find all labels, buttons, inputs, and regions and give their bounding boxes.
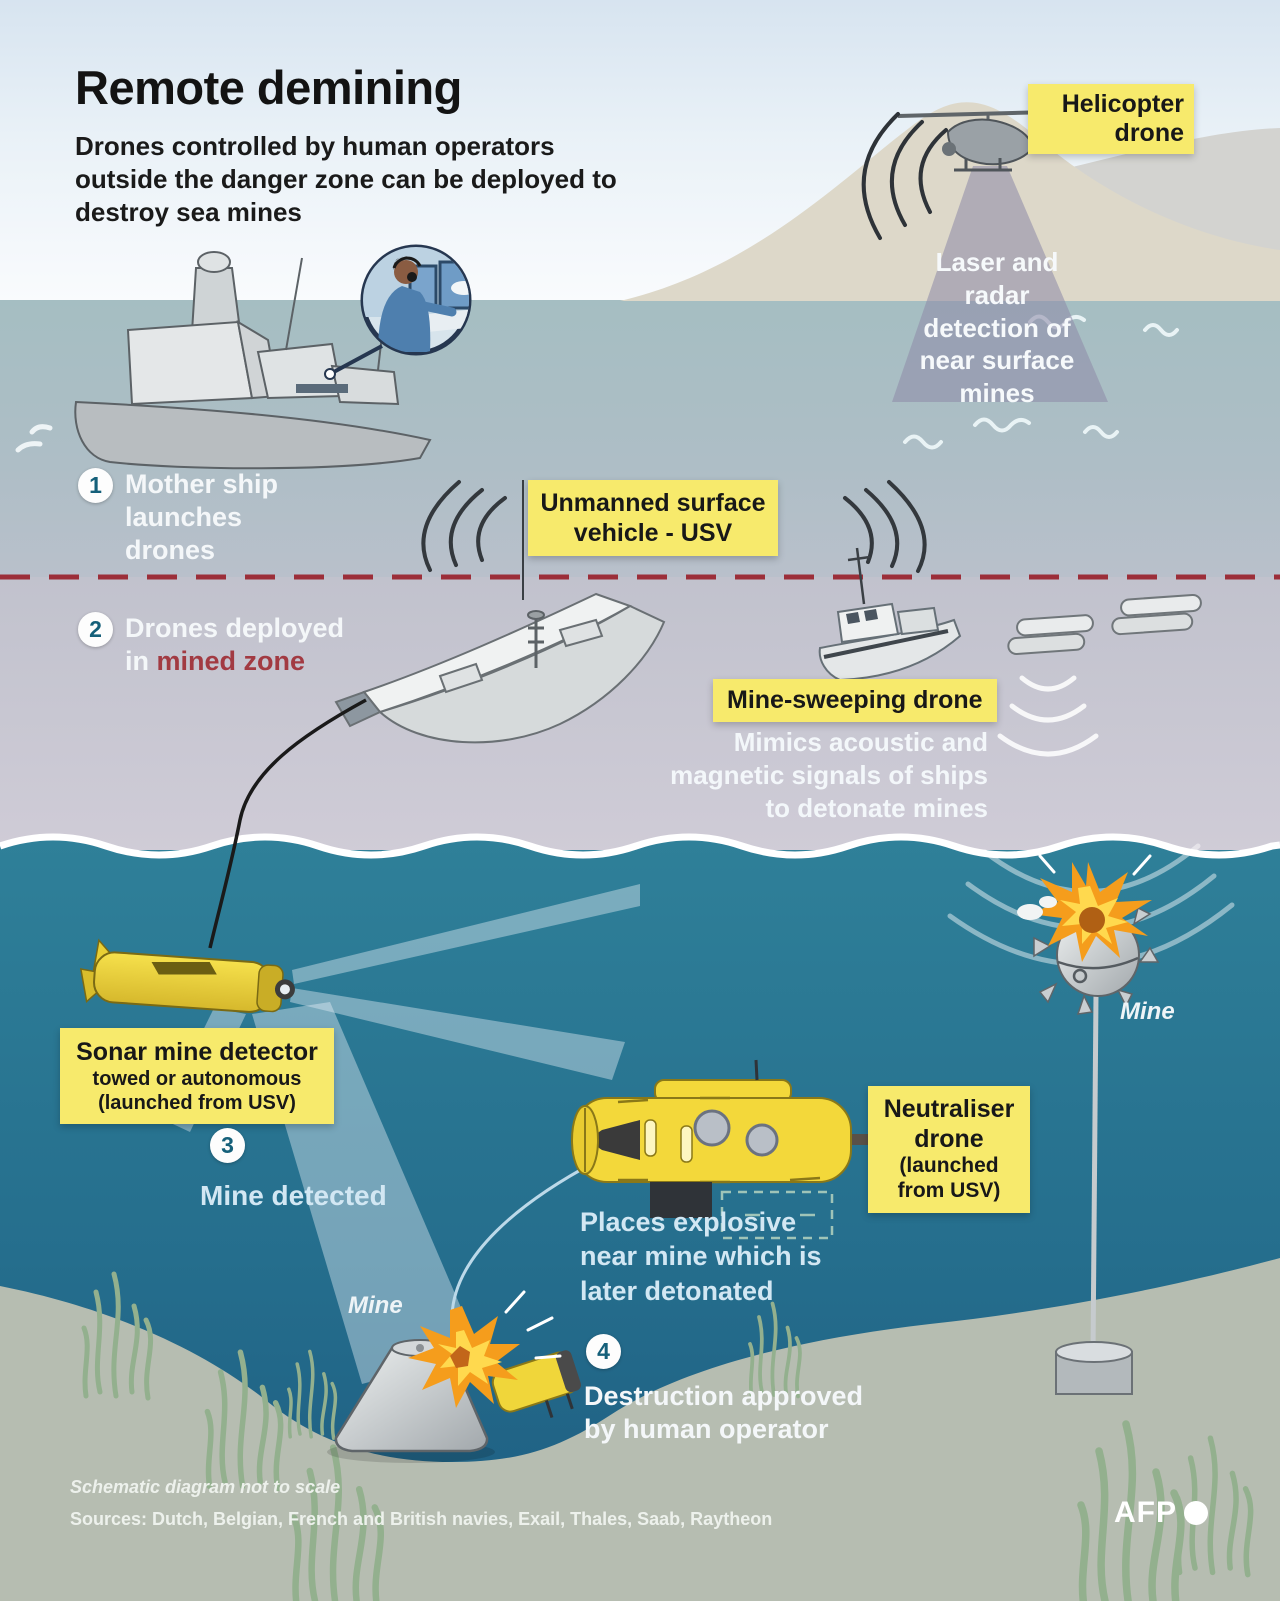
sources-line: Sources: Dutch, Belgian, French and Brit…: [70, 1509, 773, 1529]
minesweeper-signal-arcs-icon: [843, 480, 927, 573]
helicopter-drone-label: Helicopter drone: [1028, 84, 1194, 154]
sea-surface-foam: [0, 833, 1280, 859]
mine-label-right: Mine: [1120, 998, 1175, 1025]
afp-logo-text: AFP: [1114, 1496, 1177, 1529]
sonar-mine-detector-illustration: [79, 938, 295, 1013]
afp-credit: AFP: [1114, 1496, 1208, 1530]
sonar-detector-label: Sonar mine detector towed or autonomous …: [60, 1028, 334, 1124]
step-2-mined-zone: mined zone: [156, 645, 306, 676]
places-explosive-caption: Places explosive near mine which is late…: [580, 1207, 822, 1306]
step-1-number-badge: 1: [78, 468, 113, 503]
neutraliser-title: Neutraliser drone: [883, 1095, 1015, 1153]
step-1: 1 Mother ship launches drones: [78, 468, 338, 567]
scale-note: Schematic diagram not to scale: [70, 1477, 341, 1497]
sonar-detector-line2: towed or autonomous: [92, 1068, 302, 1090]
step-2-line2-prefix: in: [125, 645, 157, 676]
page-subtitle: Drones controlled by human operators out…: [75, 131, 617, 228]
usv-label: Unmanned surface vehicle - USV: [528, 480, 778, 556]
laser-detection-caption: Laser and radar detection of near surfac…: [919, 247, 1075, 408]
mine-sweeping-drone-label: Mine-sweeping drone: [713, 679, 997, 722]
helicopter-signal-arcs-icon: [861, 112, 948, 240]
neutraliser-drone-label: Neutraliser drone (launched from USV): [868, 1086, 1030, 1213]
neutraliser-sub: (launched from USV): [897, 1154, 1001, 1202]
explosive-charge-illustration: [491, 1350, 581, 1419]
mine-sweeping-drone-illustration: [818, 547, 962, 682]
bottom-mine-illustration: [327, 1290, 581, 1463]
seabed: [0, 1258, 1280, 1601]
step-4-text: Destruction approved by human operator: [584, 1381, 864, 1444]
towed-pontoons-illustration: [1007, 593, 1202, 656]
detonation-explosion-icon: [408, 1290, 562, 1408]
operator-inset-illustration: [324, 244, 472, 380]
page-title: Remote demining: [75, 61, 462, 114]
step-2-number-badge: 2: [78, 612, 113, 647]
usv-signal-arcs-icon: [421, 480, 507, 572]
pontoon-sonar-ripples: [997, 675, 1099, 757]
moored-mine-illustration: [1017, 854, 1160, 1395]
step-3-text: Mine detected: [200, 1180, 387, 1211]
afp-globe-icon: [1184, 1501, 1208, 1525]
sonar-detector-title: Sonar mine detector: [76, 1038, 318, 1066]
step-2: 2 Drones deployed in mined zone: [78, 612, 358, 678]
step-2-text: Drones deployed in mined zone: [125, 612, 344, 678]
sonar-detector-line3: (launched from USV): [98, 1092, 296, 1114]
neutraliser-drone-illustration: [571, 1059, 875, 1240]
usv-illustration: [334, 592, 666, 744]
tow-cable: [208, 698, 367, 949]
laser-detection-cone: [892, 166, 1108, 402]
mine-label-bottom: Mine: [348, 1292, 403, 1319]
mine-sweeping-drone-caption: Mimics acoustic and magnetic signals of …: [670, 727, 988, 824]
step-2-line1: Drones deployed: [125, 613, 345, 643]
mother-ship-illustration: [15, 251, 432, 470]
step-3-number-badge: 3: [210, 1128, 245, 1163]
step-4-number-badge: 4: [586, 1334, 621, 1369]
step-1-text: Mother ship launches drones: [125, 469, 278, 565]
mine-explosion-icon: [1017, 854, 1152, 962]
